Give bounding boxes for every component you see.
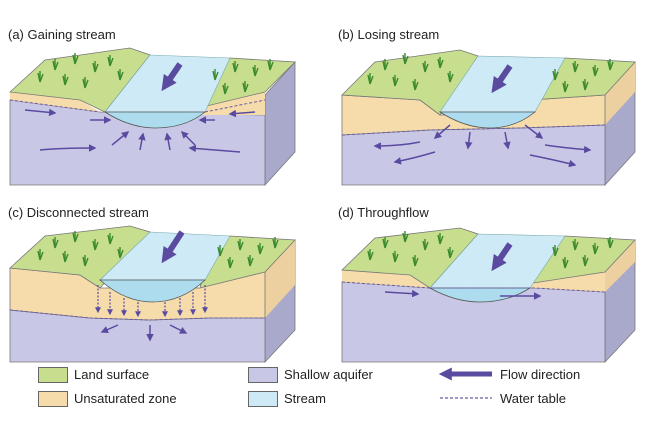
water-table (341, 281, 606, 293)
panel-losing-stream (341, 49, 636, 187)
side-unsaturated (605, 62, 635, 125)
stream-flow-arrow (161, 62, 183, 92)
legend-swatch-land-surface (38, 367, 68, 383)
stream-flow-arrow (491, 64, 513, 94)
legend-label-land-surface: Land surface (74, 367, 150, 382)
water-table (341, 124, 606, 136)
legend-label-water-table: Water table (500, 391, 566, 406)
side-unsaturated (265, 240, 295, 318)
legend-swatch-shallow-aquifer (248, 367, 278, 383)
legend-label-stream: Stream (284, 391, 326, 406)
stream-channel (438, 111, 537, 129)
legend-label-flow-direction: Flow direction (500, 367, 581, 382)
water-table (9, 99, 266, 113)
panel-gaining-stream (9, 47, 296, 187)
groundwater-arrows (384, 289, 542, 300)
side-unsaturated (605, 240, 635, 292)
legend-swatch-unsaturated-zone (38, 391, 68, 407)
groundwater-arrows (24, 108, 256, 153)
panel-throughflow (341, 227, 636, 364)
unsaturated-front-right (190, 92, 265, 115)
water-table (9, 309, 265, 321)
legend-swatch-stream (248, 391, 278, 407)
stream-flow-arrow (491, 242, 513, 272)
seepage-arrows (95, 285, 208, 318)
panel-title-losing: (b) Losing stream (338, 27, 440, 42)
unsaturated-front (10, 92, 100, 112)
stream-channel (428, 287, 532, 303)
panel-title-disconnected: (c) Disconnected stream (8, 205, 149, 220)
stream-channel (98, 279, 206, 303)
panel-title-gaining: (a) Gaining stream (8, 27, 116, 42)
panel-disconnected-stream (9, 225, 296, 364)
groundwater-arrows (100, 324, 188, 342)
stream-channel (103, 111, 207, 129)
stream-flow-arrow (161, 230, 185, 264)
groundwater-arrows (373, 124, 592, 168)
legend-label-shallow-aquifer: Shallow aquifer (284, 367, 373, 382)
panel-title-throughflow: (d) Throughflow (338, 205, 429, 220)
legend-label-unsaturated-zone: Unsaturated zone (74, 391, 177, 406)
aquifer-front (341, 124, 606, 186)
